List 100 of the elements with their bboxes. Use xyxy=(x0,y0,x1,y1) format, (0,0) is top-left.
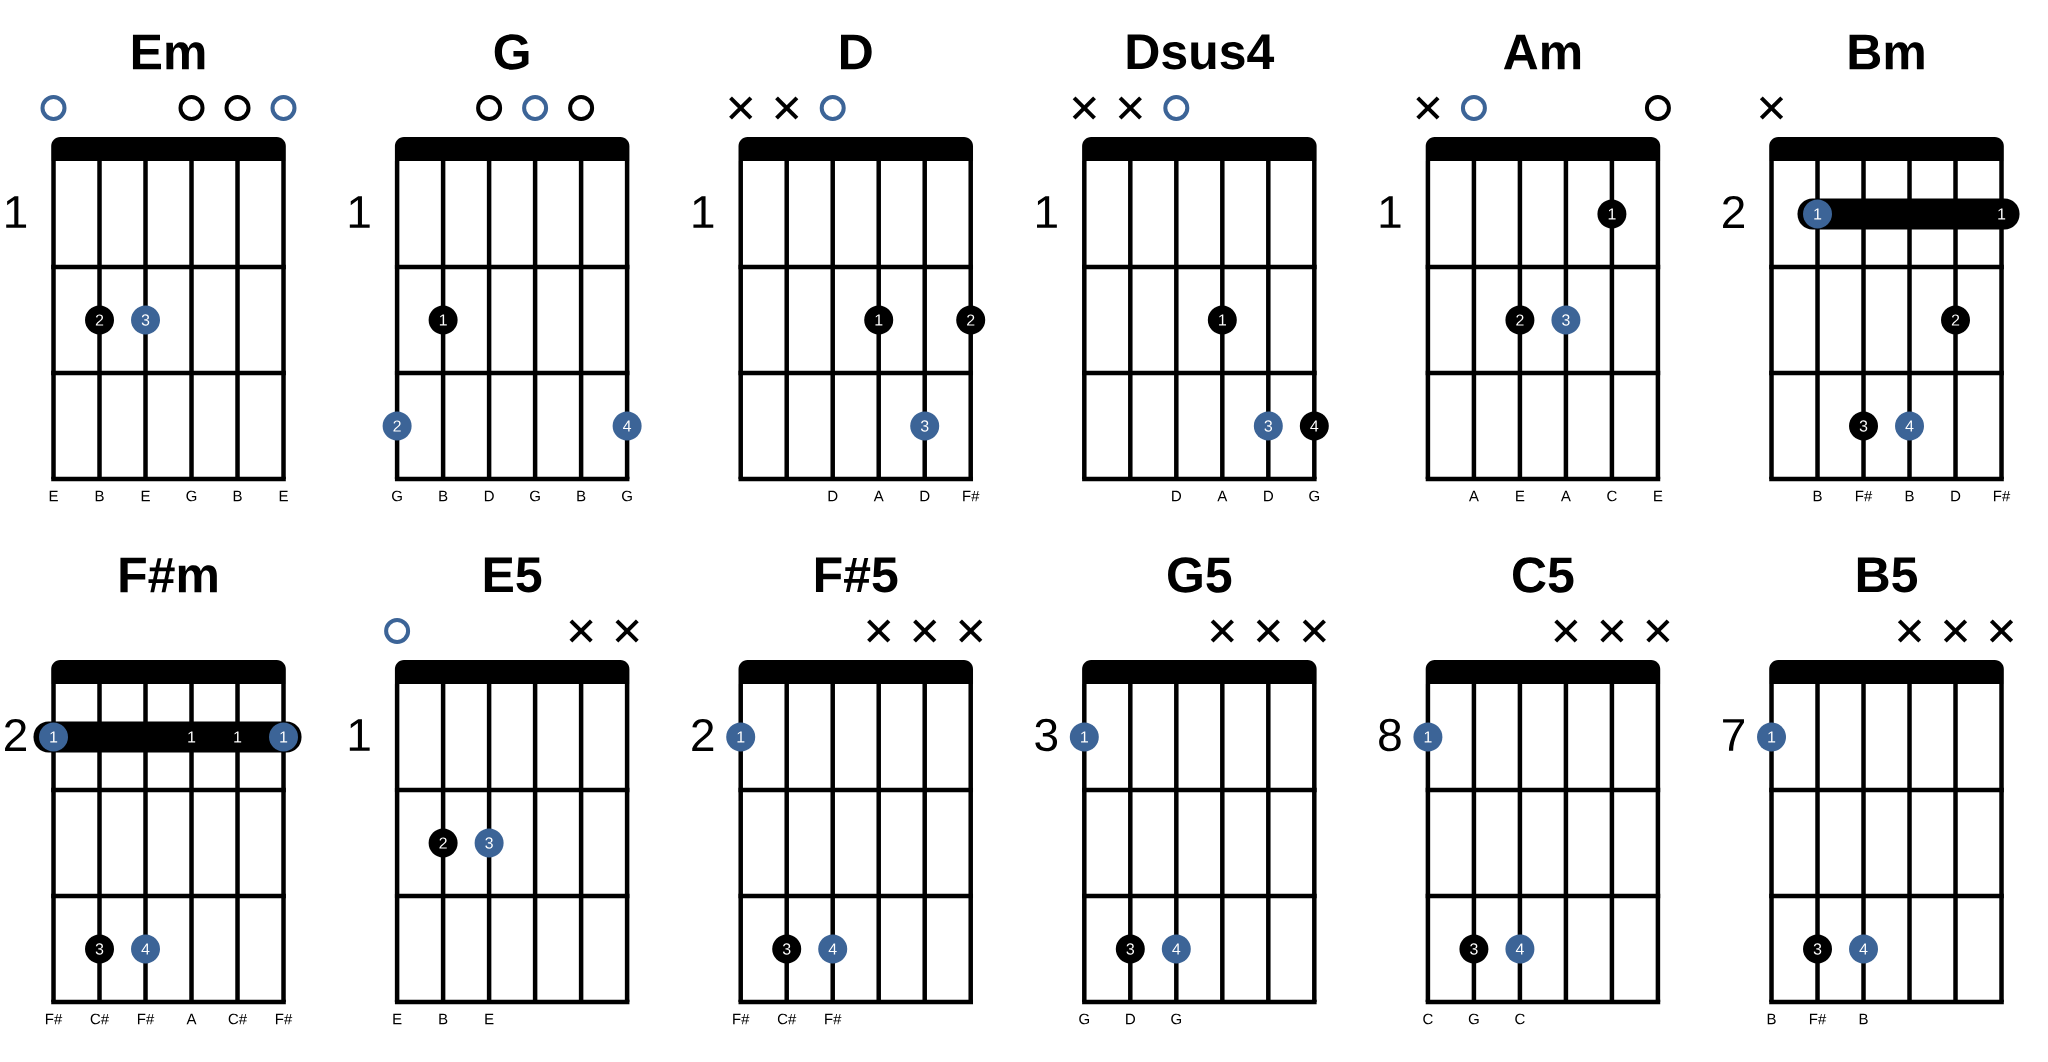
string-note: D xyxy=(484,490,494,502)
string-note: B xyxy=(439,1013,448,1025)
muted-string-cross xyxy=(775,96,799,120)
string-note: G xyxy=(1468,1013,1479,1025)
chord-grid xyxy=(51,137,286,482)
string-note: D xyxy=(1264,490,1273,502)
string-note: D xyxy=(1126,1013,1135,1025)
chord-grid xyxy=(738,137,973,482)
string-note: G xyxy=(530,490,540,502)
fret-number: 1 xyxy=(6,196,27,228)
string-note: D xyxy=(1172,490,1181,502)
fret-number: 1 xyxy=(693,196,714,228)
chord-grid xyxy=(394,137,630,482)
string-note: A xyxy=(873,490,884,502)
string-note: B xyxy=(233,490,242,502)
string-note: G xyxy=(186,490,197,502)
string-note: C xyxy=(1515,1013,1525,1025)
open-string-ring xyxy=(1644,95,1671,121)
chord-name: Em xyxy=(132,34,205,70)
muted-string-cross xyxy=(1897,619,1922,643)
string-note: D xyxy=(828,490,838,502)
fret-number: 3 xyxy=(1035,718,1058,752)
open-string-ring xyxy=(270,95,297,121)
string-note: E xyxy=(141,490,150,502)
muted-string-cross xyxy=(1302,619,1326,643)
string-note: G xyxy=(622,490,632,502)
string-note: F# xyxy=(1810,1013,1827,1025)
open-string-ring xyxy=(522,95,549,121)
string-note: B xyxy=(1767,1013,1776,1025)
open-string-ring xyxy=(476,95,503,121)
chord-grid xyxy=(1425,660,1661,1005)
string-note: F# xyxy=(276,1013,293,1025)
string-note: D xyxy=(1951,490,1961,502)
string-note: B xyxy=(577,490,586,502)
string-note: E xyxy=(393,1013,402,1025)
string-note: E xyxy=(485,1013,494,1025)
open-string-ring xyxy=(384,618,411,644)
string-note: A xyxy=(1217,490,1228,502)
string-note: G xyxy=(1079,1013,1089,1025)
string-note: B xyxy=(95,490,104,502)
chord-name: Dsus4 xyxy=(1127,34,1275,70)
string-note: B xyxy=(1905,490,1914,502)
muted-string-cross xyxy=(1416,96,1440,120)
string-note: F# xyxy=(825,1013,842,1025)
fret-number: 2 xyxy=(5,718,26,752)
string-note: G xyxy=(1309,490,1319,502)
string-note: B xyxy=(439,490,448,502)
chord-name: G5 xyxy=(1168,557,1232,593)
muted-string-cross xyxy=(913,619,937,643)
string-note: A xyxy=(186,1013,197,1025)
muted-string-cross xyxy=(615,619,639,643)
barre-bar: 1 1 1 1 xyxy=(33,721,302,753)
string-note: B xyxy=(1813,490,1822,502)
string-note: E xyxy=(1654,490,1663,502)
open-string-ring xyxy=(178,95,205,121)
muted-string-cross xyxy=(729,96,753,120)
chord-name: F#m xyxy=(120,557,217,593)
chord-name: E5 xyxy=(484,557,542,593)
string-note: E xyxy=(279,490,288,502)
muted-string-cross xyxy=(1646,619,1670,643)
open-string-ring xyxy=(1460,95,1487,121)
string-note: F# xyxy=(1994,490,2011,502)
string-note: G xyxy=(1171,1013,1181,1025)
chord-grid xyxy=(1082,137,1317,482)
fret-number: 1 xyxy=(349,719,370,751)
chord-grid xyxy=(738,660,973,1005)
fret-number: 7 xyxy=(1723,719,1744,751)
fret-number: 2 xyxy=(692,718,714,752)
fret-number: 1 xyxy=(349,196,370,228)
string-note: D xyxy=(920,490,930,502)
string-note: C# xyxy=(228,1013,247,1025)
muted-string-cross xyxy=(1759,96,1784,120)
string-note: C# xyxy=(90,1013,109,1025)
chord-grid xyxy=(1769,137,2004,482)
muted-string-cross xyxy=(1989,619,2014,643)
open-string-ring xyxy=(224,95,251,121)
muted-string-cross xyxy=(1943,619,1968,643)
string-note: E xyxy=(49,490,58,502)
chord-name: C5 xyxy=(1513,557,1574,593)
muted-string-cross xyxy=(1600,619,1624,643)
muted-string-cross xyxy=(959,619,983,643)
muted-string-cross xyxy=(1072,96,1096,120)
chord-grid xyxy=(394,660,630,1005)
string-note: F# xyxy=(963,490,980,502)
string-note: C xyxy=(1423,1013,1433,1025)
fret-number: 1 xyxy=(1380,196,1401,228)
chord-name: Am xyxy=(1503,34,1581,70)
muted-string-cross xyxy=(1256,619,1280,643)
open-string-ring xyxy=(819,95,846,121)
open-string-ring xyxy=(1163,95,1190,121)
chord-name: Bm xyxy=(1849,34,1924,70)
open-string-ring xyxy=(568,95,595,121)
chord-name: B5 xyxy=(1857,557,1918,593)
muted-string-cross xyxy=(867,619,891,643)
string-note: G xyxy=(392,490,402,502)
fret-number: 8 xyxy=(1379,718,1401,752)
muted-string-cross xyxy=(569,619,593,643)
muted-string-cross xyxy=(1554,619,1578,643)
chord-name: D xyxy=(841,34,872,70)
barre-bar: 1 1 xyxy=(1797,198,2020,230)
